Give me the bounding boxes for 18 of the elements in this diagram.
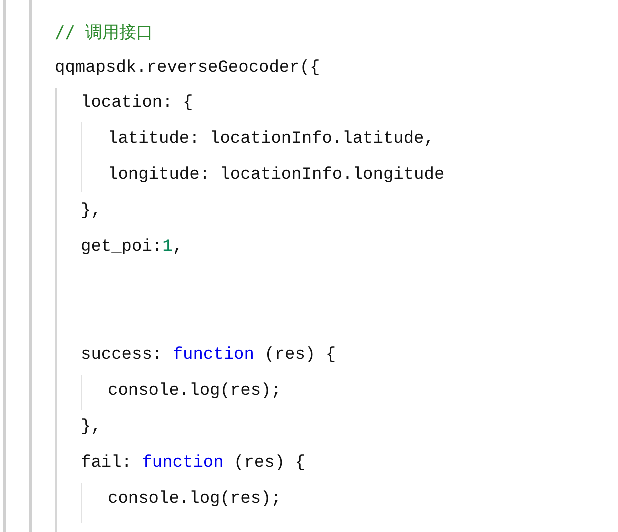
code-text: fail: bbox=[81, 453, 132, 475]
code-text: console.log(res); bbox=[108, 381, 282, 403]
code-text: , bbox=[172, 237, 184, 259]
code-text: (res) { bbox=[234, 453, 306, 475]
code-text: longitude: locationInfo.longitude bbox=[108, 165, 445, 187]
code-text: latitude: locationInfo.latitude, bbox=[108, 129, 434, 151]
code-keyword: function bbox=[142, 453, 224, 475]
code-text: get_poi: bbox=[81, 237, 163, 259]
code-number: 1 bbox=[162, 237, 173, 259]
code-text: }, bbox=[81, 417, 102, 439]
code-text: location: { bbox=[81, 93, 194, 115]
code-text: (res) { bbox=[264, 345, 336, 367]
code-keyword: function bbox=[172, 345, 254, 367]
code-text: success: bbox=[81, 345, 163, 367]
code-text: }, bbox=[81, 201, 102, 223]
code-comment: // 调用接口 bbox=[55, 22, 154, 45]
code-text: qqmapsdk.reverseGeocoder({ bbox=[55, 58, 320, 80]
code-text: console.log(res); bbox=[108, 489, 282, 511]
